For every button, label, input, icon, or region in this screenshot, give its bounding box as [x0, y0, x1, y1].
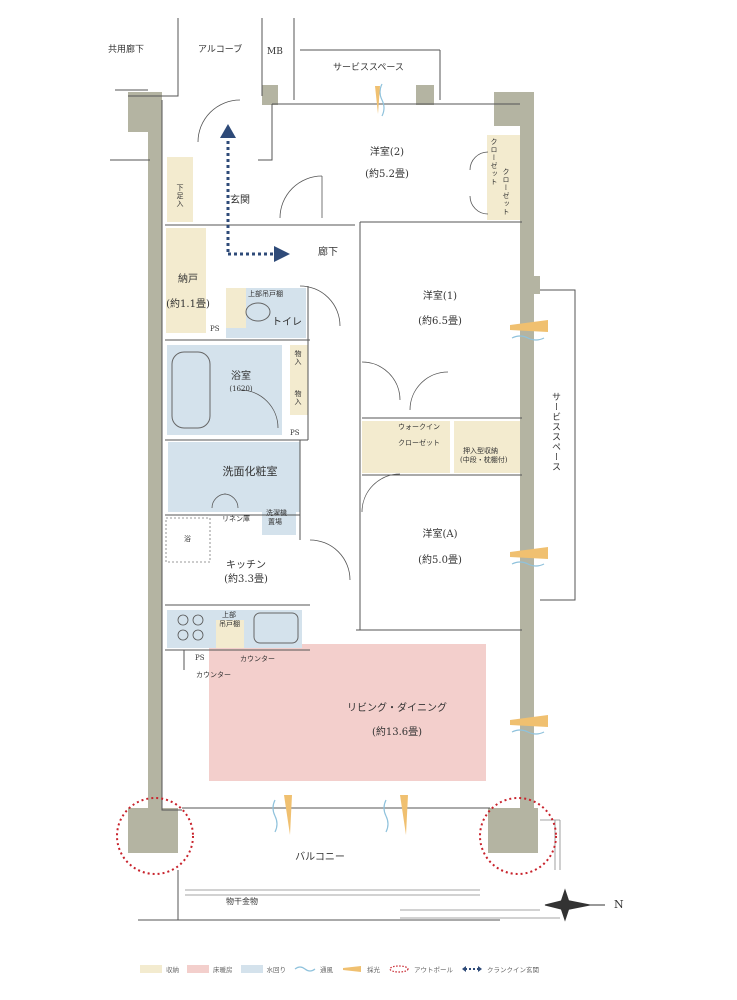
bath-size: (1620)	[229, 385, 253, 393]
ps-label-3: PS	[195, 654, 205, 662]
shoe-box-area	[167, 157, 193, 222]
legend-floor-heating-swatch	[187, 965, 209, 973]
oshiire-label-bottom: (中段・枕棚付)	[460, 456, 508, 464]
legend: 収納 床暖房 水回り 通風 採光 アウトポール クランクイン玄関	[140, 962, 539, 976]
upper-cabinet2-label-bottom: 吊戸棚	[219, 620, 240, 628]
counter-label-1: カウンター	[240, 655, 275, 663]
outpole-left	[116, 797, 194, 875]
shoe-box-label: 下足入	[176, 184, 184, 208]
storage-room-size: (約1.1畳)	[166, 299, 210, 310]
storage-a-label: 物入	[294, 350, 302, 366]
washroom-area	[168, 442, 300, 512]
toilet-upper-area	[226, 288, 246, 328]
walkin-label-top: ウォークイン	[398, 423, 440, 431]
westernA-name: 洋室(A)	[422, 529, 458, 540]
corridor-label: 廊下	[318, 247, 338, 258]
legend-water-label: 水回り	[266, 966, 287, 974]
living-dining-name: リビング・ダイニング	[347, 703, 447, 714]
legend-floor-heating: 床暖房	[187, 964, 233, 974]
legend-outpole: アウトポール	[388, 964, 453, 974]
bathtub	[171, 351, 211, 429]
alcove-label: アルコーブ	[198, 45, 243, 55]
bath-area	[167, 345, 282, 435]
western2-size: (約5.2畳)	[365, 169, 409, 180]
arrow-right-icon	[274, 246, 290, 262]
bath-name: 浴室	[231, 371, 251, 382]
closet-western2-area	[487, 135, 522, 220]
legend-floor-heating-label: 床暖房	[213, 966, 233, 974]
daylight-icon	[343, 966, 361, 972]
balcony-rails	[185, 819, 561, 919]
mark-box	[165, 517, 211, 563]
crank-in-route	[226, 135, 275, 256]
entrance-label: 玄関	[230, 195, 250, 206]
upper-cabinet-area	[216, 620, 244, 648]
crank-in-arrow-icon	[462, 966, 482, 972]
wind-icon	[294, 966, 316, 972]
legend-ventilation: 通風	[294, 964, 333, 974]
toilet-label: トイレ	[272, 317, 302, 328]
interior-walls	[110, 18, 576, 921]
oshiire-label-top: 押入型収納	[463, 447, 498, 455]
closet-b-label: クローゼット	[502, 168, 510, 216]
storage-room-area	[166, 228, 206, 333]
ps-label-1: PS	[210, 325, 220, 333]
westernA-size: (約5.0畳)	[418, 555, 462, 566]
laundry-label-top: 洗濯機	[266, 509, 287, 517]
outpole-icon	[389, 965, 409, 973]
legend-storage-swatch	[140, 965, 162, 973]
living-dining-floor-heating-area	[209, 644, 486, 781]
legend-ventilation-label: 通風	[320, 966, 333, 974]
arrow-up-icon	[220, 124, 236, 138]
common-corridor-label: 共用廊下	[108, 45, 145, 55]
western1-name: 洋室(1)	[422, 291, 458, 302]
western1-size: (約6.5畳)	[418, 316, 462, 327]
western2-name: 洋室(2)	[369, 147, 405, 158]
walkin-label-bottom: クローゼット	[398, 439, 440, 447]
legend-storage-label: 収納	[166, 966, 179, 974]
outpole-right	[479, 797, 557, 875]
mb-label: MB	[267, 47, 283, 57]
kitchen-size: (約3.3畳)	[224, 574, 268, 585]
closet-a-label: クローゼット	[490, 138, 498, 186]
storage-a-area	[290, 345, 308, 415]
washroom-label: 洗面化粧室	[222, 465, 278, 478]
laundry-label-bottom: 置場	[268, 518, 282, 526]
upper-cabinet-label: 上部吊戸棚	[248, 290, 283, 298]
laundry-area	[262, 507, 296, 535]
legend-storage: 収納	[140, 964, 179, 974]
legend-walkthrough-label: クランクイン玄関	[487, 966, 539, 974]
daylight-marks	[284, 86, 548, 835]
walls	[128, 85, 540, 853]
legend-daylight: 採光	[341, 964, 380, 974]
ventilation-marks	[272, 83, 545, 833]
laundry-hardware-label: 物干金物	[226, 897, 258, 906]
service-space-top-label: サービススペース	[333, 63, 404, 73]
storage-room-name: 納戸	[178, 274, 198, 285]
legend-water: 水回り	[240, 964, 287, 974]
legend-walkthrough: クランクイン玄関	[461, 964, 539, 974]
mark-label: 浴	[184, 535, 191, 543]
service-space-right-label: サービススペース	[550, 392, 560, 472]
compass-icon	[544, 888, 605, 922]
storage-b-label: 物入	[294, 390, 302, 406]
upper-cabinet2-label-top: 上部	[222, 611, 236, 619]
linen-label: リネン庫	[222, 515, 250, 523]
counter-label-2: カウンター	[196, 671, 231, 679]
kitchen-sink	[253, 612, 299, 644]
ps-label-2: PS	[290, 429, 300, 437]
kitchen-name: キッチン	[226, 560, 266, 571]
balcony-label: バルコニー	[295, 852, 345, 863]
compass-north-label: N	[614, 898, 624, 911]
legend-water-swatch	[240, 965, 263, 973]
legend-outpole-label: アウトポール	[414, 966, 453, 974]
door-swings	[197, 99, 489, 581]
stove-burners	[177, 614, 204, 641]
walkin-closet-area	[362, 421, 450, 473]
oshiire-area	[454, 421, 522, 473]
living-dining-size: (約13.6畳)	[371, 727, 423, 738]
legend-daylight-label: 採光	[367, 966, 380, 974]
toilet-bowl	[245, 302, 271, 322]
